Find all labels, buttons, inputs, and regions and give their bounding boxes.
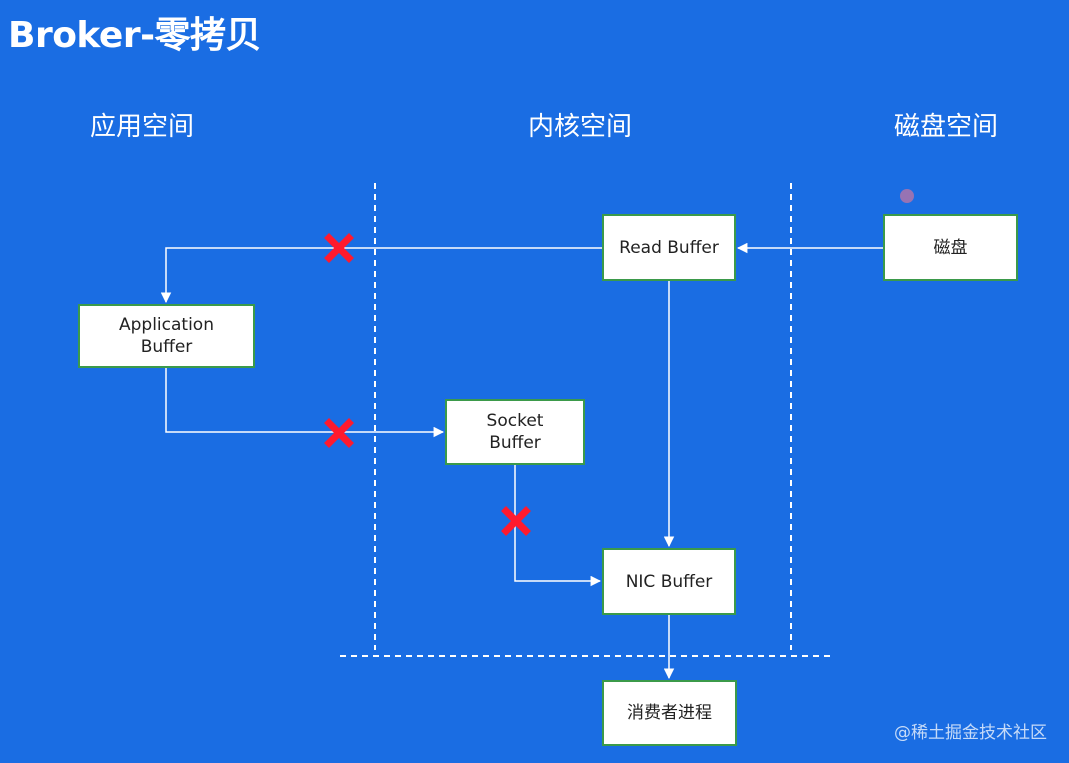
- cross-icon: [501, 506, 531, 536]
- section-label-disk-space: 磁盘空间: [894, 112, 999, 142]
- socket-buffer-box: Socket Buffer: [445, 399, 585, 465]
- cross-icon: [324, 233, 354, 263]
- section-label-app-space: 应用空间: [90, 112, 195, 142]
- arrow-read-to-app: [160, 247, 602, 304]
- cross-icon: [324, 418, 354, 448]
- consumer-process-box: 消费者进程: [602, 680, 737, 746]
- mouse-cursor-icon: [900, 189, 914, 203]
- section-label-kernel-space: 内核空间: [528, 112, 633, 142]
- nic-buffer-box: NIC Buffer: [602, 548, 736, 615]
- watermark: @稀土掘金技术社区: [894, 723, 1047, 743]
- page-title: Broker-零拷贝: [8, 15, 262, 56]
- application-buffer-box: Application Buffer: [78, 304, 255, 368]
- read-buffer-box: Read Buffer: [602, 214, 736, 281]
- arrow-socket-to-nic: [514, 465, 602, 587]
- disk-box: 磁盘: [883, 214, 1018, 281]
- arrow-app-to-socket: [165, 368, 445, 438]
